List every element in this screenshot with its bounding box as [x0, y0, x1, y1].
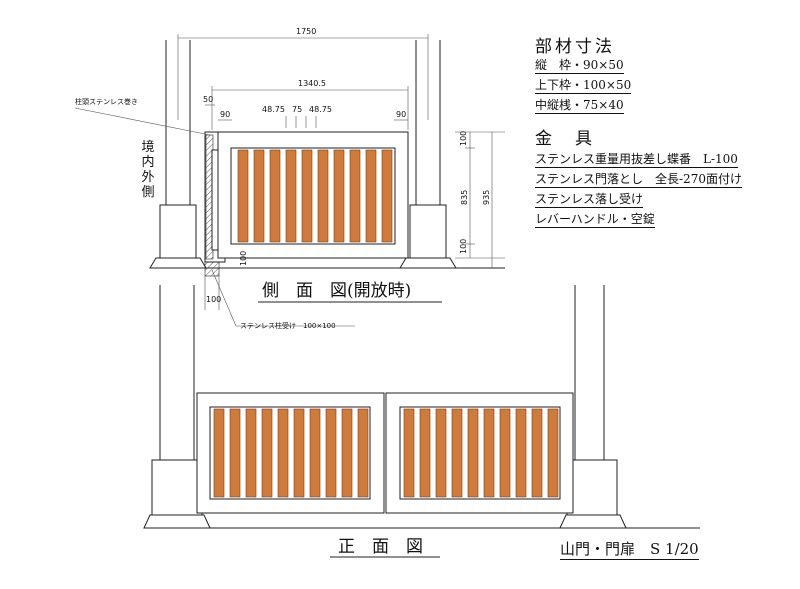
dim-100-rail: 100 [239, 251, 248, 266]
slat [341, 408, 353, 498]
slat [403, 408, 415, 498]
front-view-title: 正 面 図 [338, 537, 423, 557]
left-pillar-base [159, 204, 197, 261]
slat [301, 149, 313, 243]
dim-75: 75 [292, 105, 302, 114]
hardware-item: ステンレス落し受け [535, 192, 644, 208]
dim-inner-width: 1340.5 [298, 79, 326, 88]
slat [381, 149, 393, 243]
right-pillar-base [409, 204, 447, 261]
right-pillar-footing [399, 257, 457, 269]
slat [309, 408, 321, 498]
front-right-pillar-base [566, 459, 618, 516]
side-view-title: 側 面 図(開放時) [262, 281, 411, 301]
hardware-item: レバーハンドル・空錠 [535, 212, 655, 228]
slat [547, 408, 559, 498]
dim-835: 835 [460, 190, 469, 205]
front-left-pillar-footing [143, 514, 211, 529]
slat [325, 408, 337, 498]
slat [365, 149, 377, 243]
dim-50: 50 [203, 95, 213, 104]
dim-48-75-b: 48.75 [309, 105, 332, 114]
annotation-post-receiver: ステンレス柱受け 100×100 [240, 321, 336, 330]
slat [531, 408, 543, 498]
dim-100-bottom: 100 [459, 239, 468, 254]
front-slats [213, 408, 559, 498]
slat [467, 408, 479, 498]
drawing-title: 山門・門扉 S 1/20 [560, 540, 699, 560]
slat [499, 408, 511, 498]
dim-48-75-a: 48.75 [262, 105, 285, 114]
slat [277, 408, 289, 498]
slat [253, 149, 265, 243]
hardware-item: ステンレス重量用抜差し蝶番 L-100 [535, 152, 738, 168]
annotation-inside-outside: 境内外側 [141, 140, 155, 200]
slat [483, 408, 495, 498]
slat [285, 149, 297, 243]
side-slats [237, 149, 393, 243]
dim-100-base: 100 [206, 295, 221, 304]
dim-935: 935 [482, 190, 491, 205]
hardware-heading: 金 具 [535, 129, 595, 149]
front-view [143, 285, 700, 529]
materials-heading: 部材寸法 [535, 37, 615, 57]
dim-100-top: 100 [459, 131, 468, 146]
material-item: 縦 枠・90×50 [535, 58, 624, 74]
hardware-item: ステンレス門落とし 全長-270面付け [535, 172, 742, 188]
dim-90-right: 90 [396, 110, 406, 119]
left-pillar-footing [149, 257, 207, 269]
front-right-pillar-footing [559, 514, 627, 529]
front-left-pillar-base [151, 459, 203, 516]
slat [237, 149, 249, 243]
slat [269, 149, 281, 243]
dim-overall-width: 1750 [296, 27, 316, 36]
side-view: 1750 1340.5 50 90 48.75 75 48.75 90 40 [74, 27, 505, 327]
slat [357, 408, 369, 498]
slat [333, 149, 345, 243]
slat [261, 408, 273, 498]
annotation-pillar-wrap: 柱頭ステンレス巻き [75, 97, 138, 106]
slat [419, 408, 431, 498]
post-receiver [204, 261, 220, 277]
slat [213, 408, 225, 498]
dim-90-left: 90 [220, 110, 230, 119]
material-item: 中縦桟・75×40 [535, 98, 624, 114]
material-item: 上下枠・100×50 [535, 78, 632, 94]
slat [245, 408, 257, 498]
slat [349, 149, 361, 243]
slat [451, 408, 463, 498]
slat [435, 408, 447, 498]
slat [229, 408, 241, 498]
slat [515, 408, 527, 498]
slat [293, 408, 305, 498]
slat [317, 149, 329, 243]
